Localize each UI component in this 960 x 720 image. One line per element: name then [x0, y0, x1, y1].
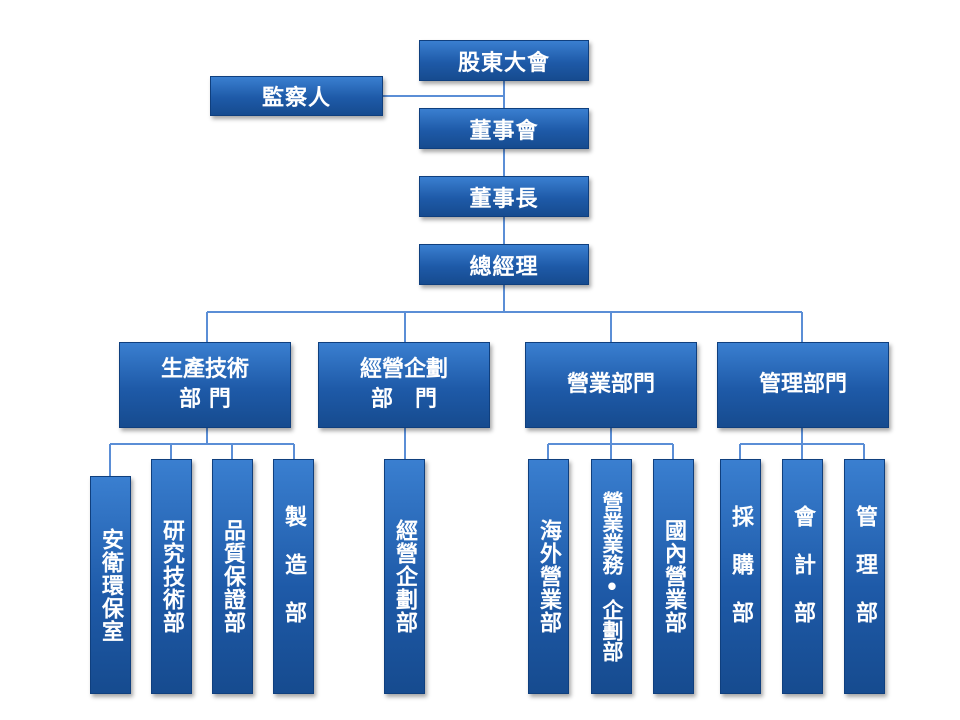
dept-management: 管理部門	[717, 342, 889, 428]
node-chairman-label: 董事長	[469, 186, 539, 212]
unit-sales-planning: 營業業務•企劃部	[591, 459, 632, 694]
unit-purchasing-label: 採購部	[728, 504, 753, 649]
node-supervisor: 監察人	[210, 76, 383, 116]
unit-quality: 品質保證部	[212, 459, 253, 694]
unit-accounting-label: 會計部	[790, 504, 815, 649]
dept-planning-line2: 部 門	[370, 387, 437, 412]
dept-production-line2: 部 門	[179, 387, 231, 412]
node-general-manager: 總經理	[419, 244, 589, 285]
dept-planning-line1: 經營企劃	[359, 357, 448, 382]
dept-production-line1: 生產技術	[160, 357, 249, 382]
unit-overseas-sales-label: 海外營業部	[536, 519, 561, 634]
node-shareholders-label: 股東大會	[457, 50, 550, 76]
unit-manufacturing-label: 製造部	[281, 504, 306, 649]
unit-quality-label: 品質保證部	[220, 519, 245, 634]
node-chairman: 董事長	[419, 176, 589, 217]
dept-planning: 經營企劃 部 門	[318, 342, 490, 428]
unit-purchasing: 採購部	[720, 459, 761, 694]
dept-sales: 營業部門	[525, 342, 697, 428]
unit-domestic-sales-label: 國內營業部	[661, 519, 686, 634]
unit-overseas-sales: 海外營業部	[528, 459, 569, 694]
dept-management-label: 管理部門	[758, 372, 847, 397]
unit-admin: 管理部	[844, 459, 885, 694]
node-general-manager-label: 總經理	[469, 254, 539, 280]
unit-domestic-sales: 國內營業部	[653, 459, 694, 694]
unit-admin-label: 管理部	[852, 504, 877, 649]
unit-planning: 經營企劃部	[384, 459, 425, 694]
unit-accounting: 會計部	[782, 459, 823, 694]
unit-safety-env: 安衛環保室	[90, 476, 131, 694]
unit-research: 研究技術部	[151, 459, 192, 694]
dept-production: 生產技術 部 門	[119, 342, 291, 428]
node-board: 董事會	[419, 108, 589, 149]
node-supervisor-label: 監察人	[261, 86, 331, 111]
unit-planning-label: 經營企劃部	[392, 519, 417, 634]
node-board-label: 董事會	[469, 118, 539, 144]
unit-research-label: 研究技術部	[159, 519, 184, 634]
unit-manufacturing: 製造部	[273, 459, 314, 694]
unit-safety-env-label: 安衛環保室	[98, 527, 123, 643]
unit-sales-planning-label: 營業業務•企劃部	[600, 491, 624, 662]
node-shareholders: 股東大會	[419, 40, 589, 81]
dept-sales-label: 營業部門	[566, 372, 655, 397]
